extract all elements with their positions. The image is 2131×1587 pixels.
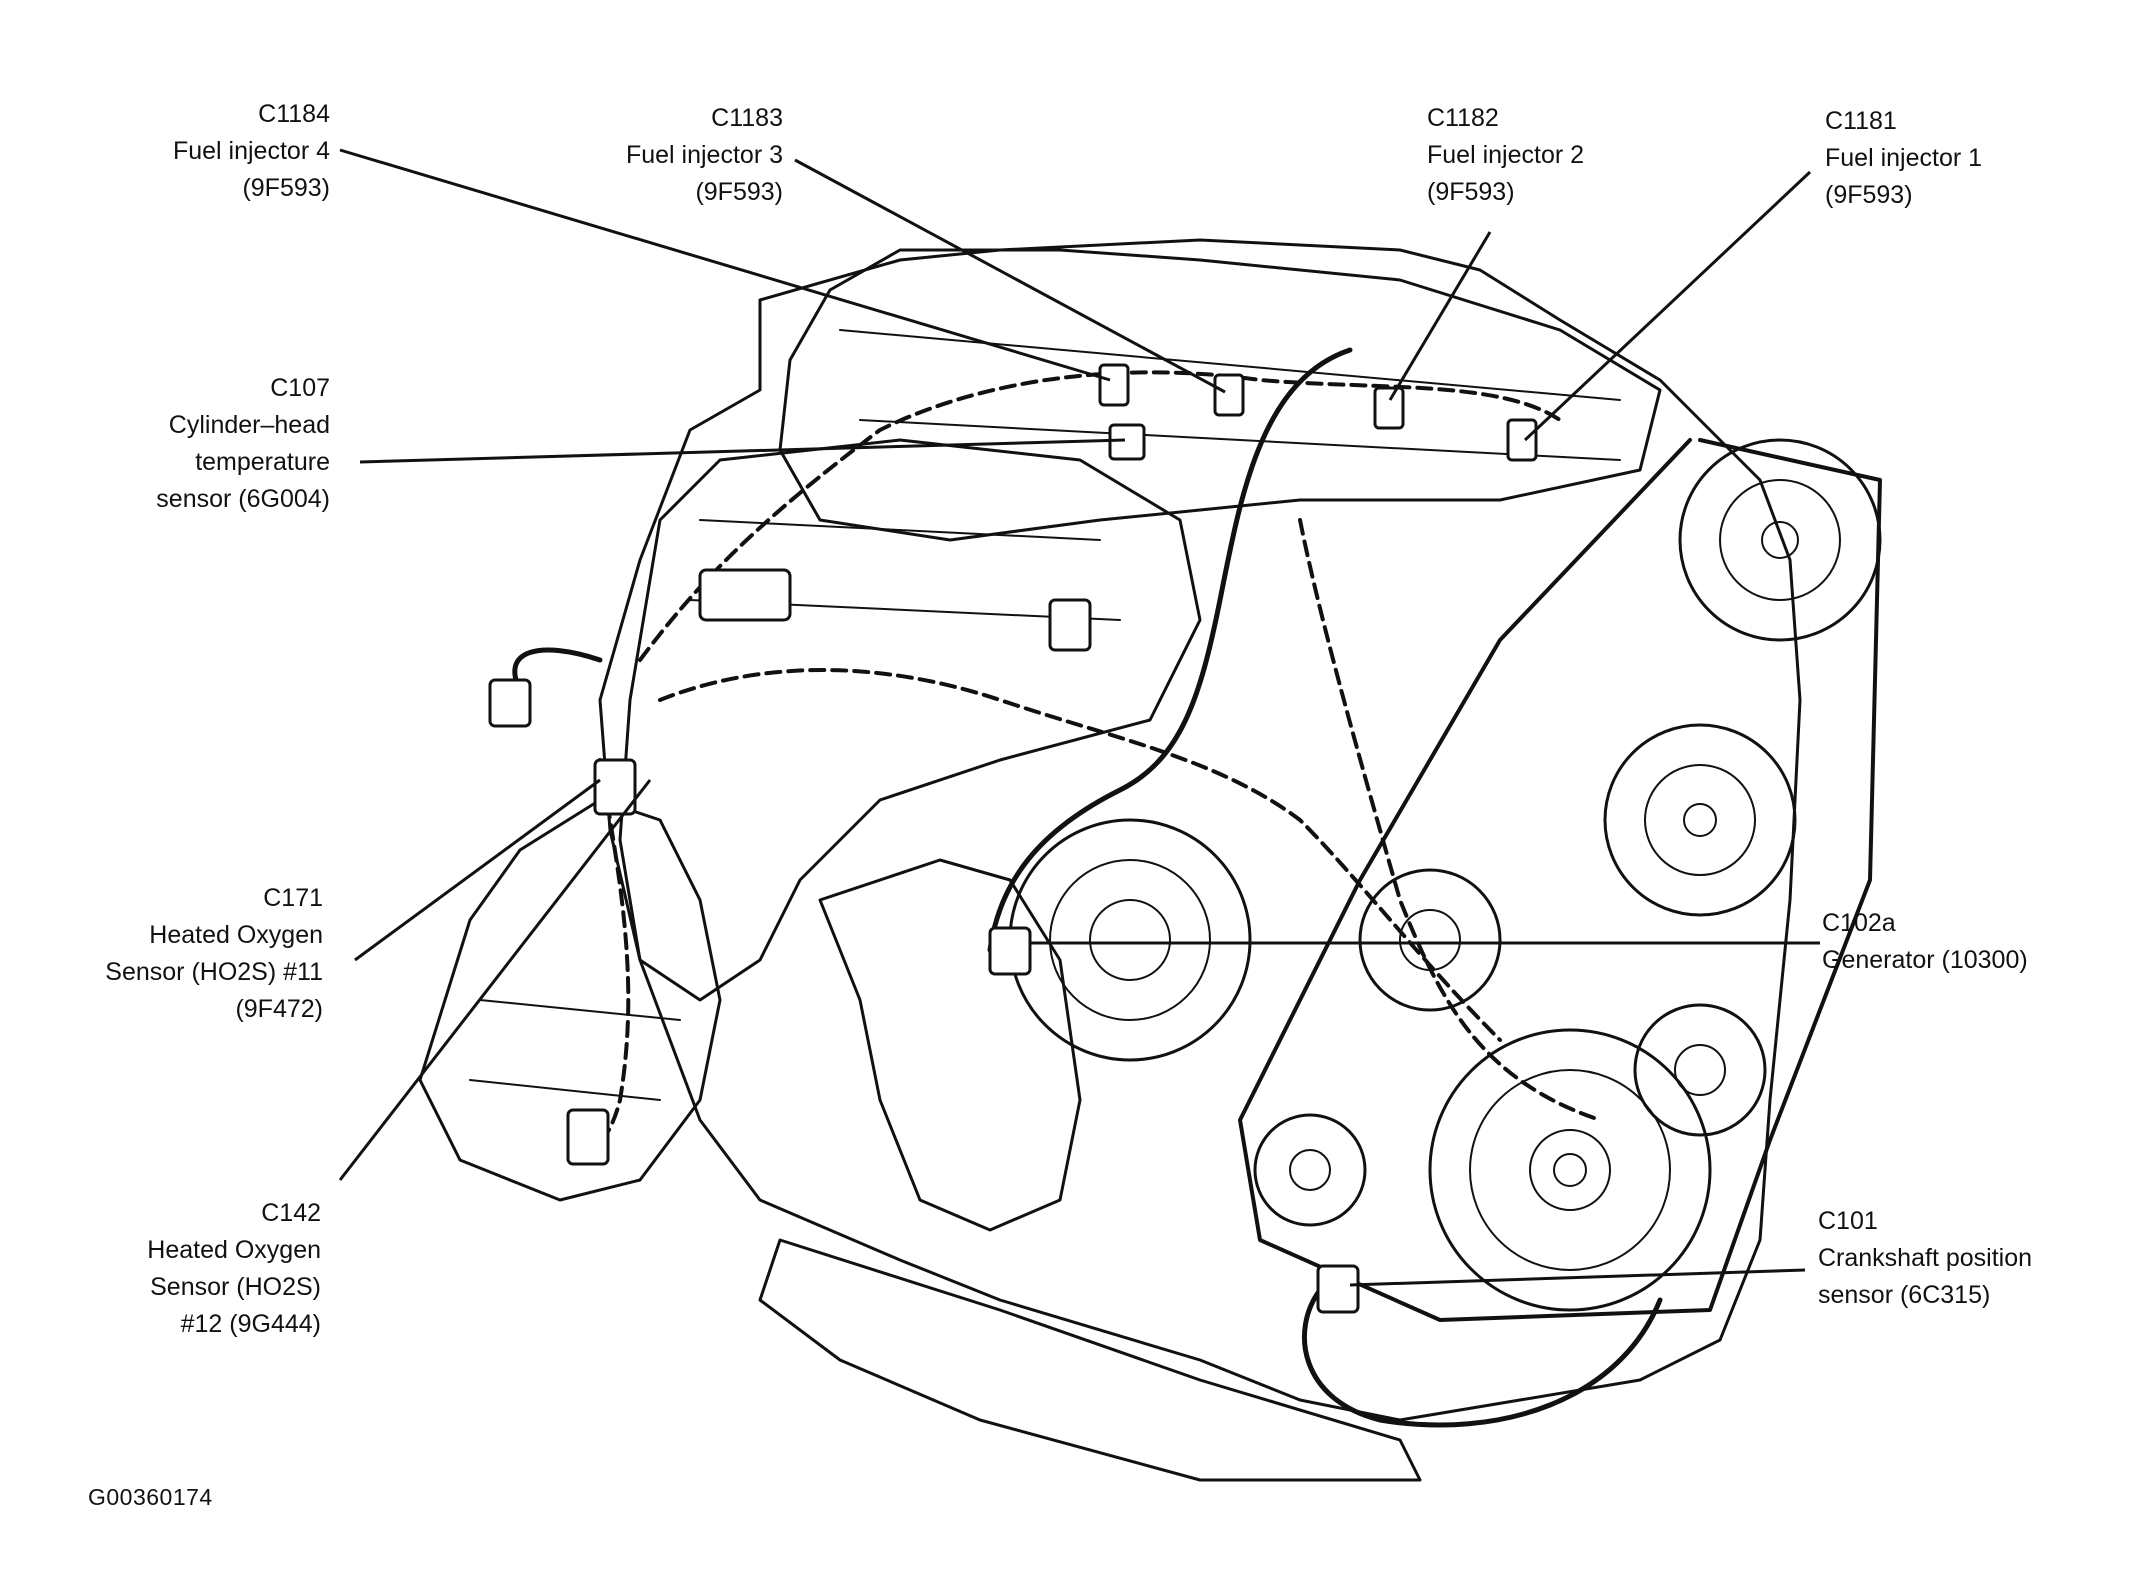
harness-generator-lead	[987, 347, 1353, 953]
callout-label: Crankshaft position	[1818, 1244, 2033, 1272]
connector-c1184	[1098, 363, 1130, 407]
callout-code: C142	[261, 1199, 321, 1227]
wiring-harness-upper	[638, 370, 1562, 662]
valve-cover	[778, 248, 1662, 542]
callout-c101: C101 Crankshaft position sensor (6C315)	[1818, 1203, 2032, 1314]
power-steering-pulley	[1603, 723, 1797, 917]
callout-label: Cylinder–head	[168, 411, 330, 439]
connector-c1183	[1213, 373, 1245, 417]
callout-part-number: #12 (9G444)	[180, 1310, 321, 1338]
callout-part-number: (9F593)	[695, 178, 783, 206]
callout-code: C107	[270, 374, 330, 402]
connector-c107	[1108, 423, 1146, 461]
callout-c102a: C102a Generator (10300)	[1822, 905, 2028, 979]
callout-label: Fuel injector 2	[1427, 141, 1585, 169]
callout-c1181: C1181 Fuel injector 1 (9F593)	[1825, 103, 1982, 214]
callout-label: sensor (6G004)	[156, 485, 330, 513]
leader-c142	[338, 779, 652, 1181]
callout-label: sensor (6C315)	[1818, 1281, 1991, 1309]
callout-c1182: C1182 Fuel injector 2 (9F593)	[1427, 100, 1584, 211]
callout-part-number: (9F472)	[235, 995, 323, 1023]
callout-label: Fuel injector 4	[172, 137, 330, 165]
callout-c1183: C1183 Fuel injector 3 (9F593)	[626, 100, 783, 211]
serpentine-belt	[1238, 438, 1882, 1322]
leader-c1184	[339, 148, 1111, 382]
wiring-harness-front	[1298, 518, 1602, 1122]
intake-tube	[818, 858, 1082, 1232]
connector-c1181	[1506, 418, 1538, 462]
leader-c1181	[1523, 170, 1812, 442]
callout-c107: C107 Cylinder–head temperature sensor (6…	[156, 370, 330, 518]
connector-c101	[1316, 1264, 1360, 1314]
callout-label: Fuel injector 3	[625, 141, 783, 169]
callout-code: C1183	[711, 104, 783, 132]
callout-part-number: (9F593)	[1427, 178, 1515, 206]
callout-label: Fuel injector 1	[1825, 144, 1983, 172]
callout-code: C102a	[1822, 909, 1896, 937]
leader-c107	[359, 438, 1126, 464]
wiring-harness-middle	[658, 668, 1502, 1042]
harness-o2-lead	[512, 647, 603, 693]
callout-c1184: C1184 Fuel injector 4 (9F593)	[173, 96, 330, 207]
oil-pan	[758, 1238, 1422, 1482]
leader-c171	[354, 778, 601, 962]
callout-label: Heated Oxygen	[147, 1236, 321, 1264]
leader-c1183	[794, 158, 1226, 394]
callout-label: Heated Oxygen	[149, 921, 323, 949]
callout-code: C101	[1818, 1207, 1878, 1235]
connector-c171	[593, 758, 637, 816]
intake-manifold	[618, 438, 1202, 1002]
connector-c142	[566, 1108, 610, 1166]
callout-label: Sensor (HO2S) #11	[105, 958, 323, 986]
callout-label: Generator (10300)	[1822, 946, 2028, 974]
connector-c102a	[988, 926, 1032, 976]
callout-c171: C171 Heated Oxygen Sensor (HO2S) #11 (9F…	[105, 880, 323, 1028]
leader-c101	[1349, 1268, 1806, 1287]
callout-c142: C142 Heated Oxygen Sensor (HO2S) #12 (9G…	[147, 1195, 321, 1343]
connector-c1182	[1373, 386, 1405, 430]
harness-crank-lead	[1301, 1287, 1663, 1428]
callout-code: C1182	[1427, 104, 1499, 132]
crankshaft-pulley	[1428, 1028, 1712, 1312]
leader-c1182	[1388, 231, 1492, 401]
exhaust-heat-shield	[418, 798, 722, 1202]
callout-label: temperature	[195, 448, 330, 476]
callout-part-number: (9F593)	[1825, 181, 1913, 209]
callout-code: C1181	[1825, 107, 1897, 135]
idler-pulley	[1358, 868, 1502, 1012]
callout-part-number: (9F593)	[242, 174, 330, 202]
water-pump-pulley	[1253, 1113, 1367, 1227]
callout-code: C1184	[258, 100, 330, 128]
ac-pulley	[1678, 438, 1882, 642]
tensioner-pulley	[1633, 1003, 1767, 1137]
figure-id: G00360174	[88, 1484, 213, 1510]
callout-label: Sensor (HO2S)	[150, 1273, 321, 1301]
callout-code: C171	[263, 884, 323, 912]
